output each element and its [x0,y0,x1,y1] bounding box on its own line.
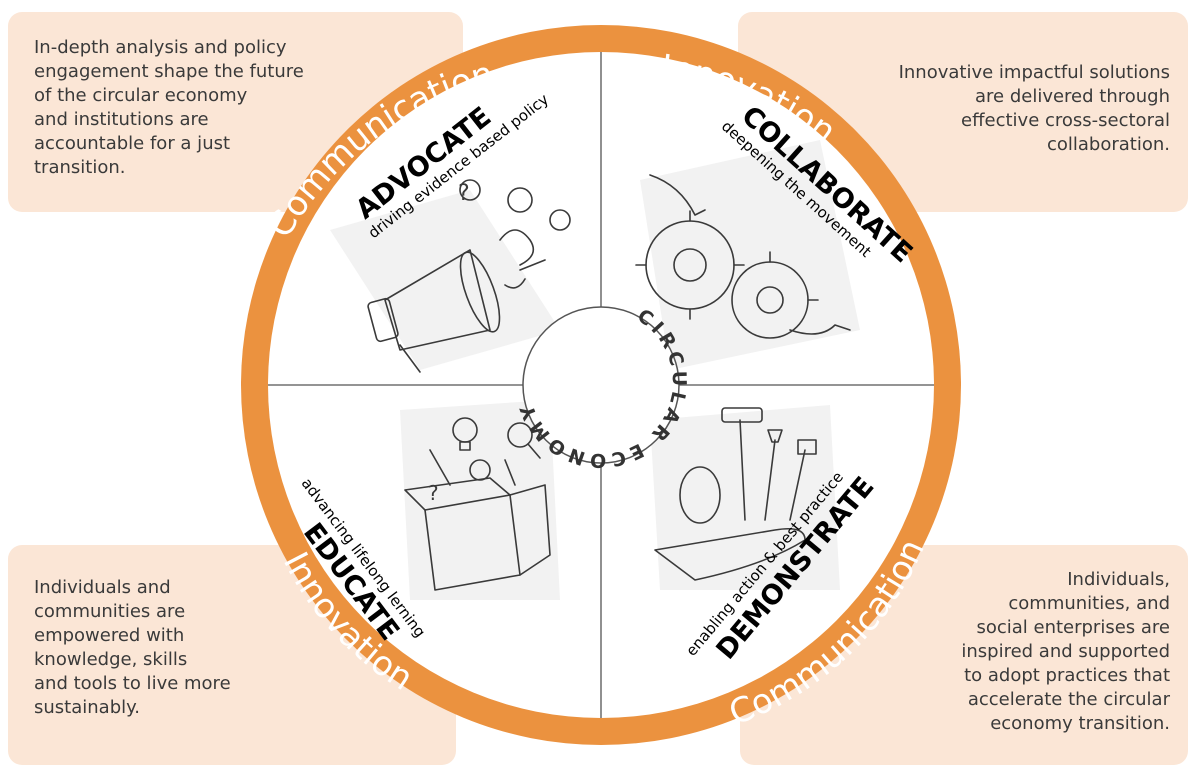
gears-icon [635,140,860,370]
collaborate-description: Innovative impactful solutions are deliv… [898,62,1170,155]
demonstrate-description: Individuals, communities, and social ent… [961,569,1170,734]
megaphone-icon: ? [330,179,571,373]
educate-description: Individuals and communities are empowere… [34,577,231,718]
collaborate-quadrant: COLLABORATE deepening the movement [635,100,918,370]
center-circle [522,306,680,464]
open-box-icon: ? [400,400,560,600]
advocate-description: In-depth analysis and policy engagement … [34,37,304,178]
svg-text:?: ? [458,181,470,206]
svg-text:?: ? [428,481,439,505]
hand-tools-icon [650,405,840,590]
